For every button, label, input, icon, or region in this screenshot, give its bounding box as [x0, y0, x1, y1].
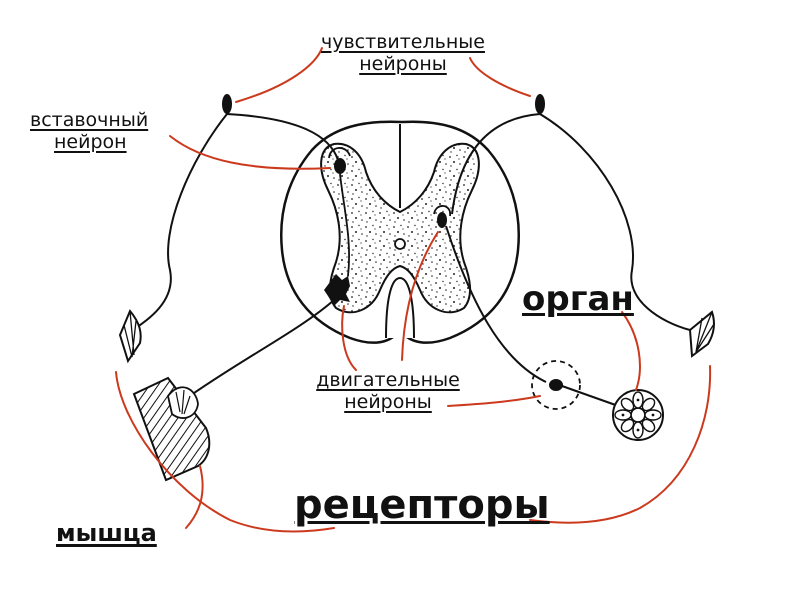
muscle-end-plate	[167, 386, 199, 419]
pointer-receptor-left	[115, 371, 335, 533]
label-motor-neurons-line1: двигательные	[316, 369, 460, 391]
pointer-interneuron	[169, 135, 331, 170]
label-motor-neurons: двигательные нейроны	[300, 369, 476, 414]
central-canal	[394, 238, 406, 250]
organ-rosette	[612, 389, 664, 441]
pointer-ganglion	[447, 395, 541, 407]
label-sensory-neurons: чувствительные нейроны	[310, 31, 496, 76]
label-interneuron-line2: нейрон	[54, 130, 127, 153]
receptor-left	[118, 309, 142, 364]
pointer-receptor-right	[529, 365, 712, 524]
ventral-fissure	[385, 276, 415, 339]
label-motor-neurons-line2: нейроны	[344, 390, 432, 413]
motor-neuron-right-body	[437, 212, 447, 228]
sensory-neuron-left-body	[222, 94, 232, 114]
motor-neuron-left-body	[324, 274, 350, 306]
label-muscle: мышца	[56, 519, 157, 547]
label-interneuron-line1: вставочный	[30, 109, 149, 131]
pointer-organ	[621, 311, 641, 391]
interneuron-body	[334, 158, 346, 174]
pointer-sensory-right	[469, 57, 531, 97]
label-interneuron: вставочный нейрон	[30, 109, 190, 154]
ganglion-neuron-body	[549, 379, 563, 391]
label-sensory-neurons-line1: чувствительные	[321, 31, 485, 53]
label-receptors: рецепторы	[294, 482, 550, 528]
sensory-neuron-right-body	[535, 94, 545, 114]
label-organ: орган	[522, 279, 634, 319]
pointer-sensory-left	[235, 47, 323, 103]
pointer-motor-right	[401, 231, 439, 361]
ganglion-boundary	[531, 360, 581, 410]
gray-matter	[320, 142, 480, 314]
receptor-right	[688, 310, 716, 358]
label-sensory-neurons-line2: нейроны	[359, 52, 447, 75]
pointer-motor-left	[341, 305, 357, 371]
pointer-muscle	[185, 465, 204, 529]
muscle-block	[132, 376, 211, 482]
